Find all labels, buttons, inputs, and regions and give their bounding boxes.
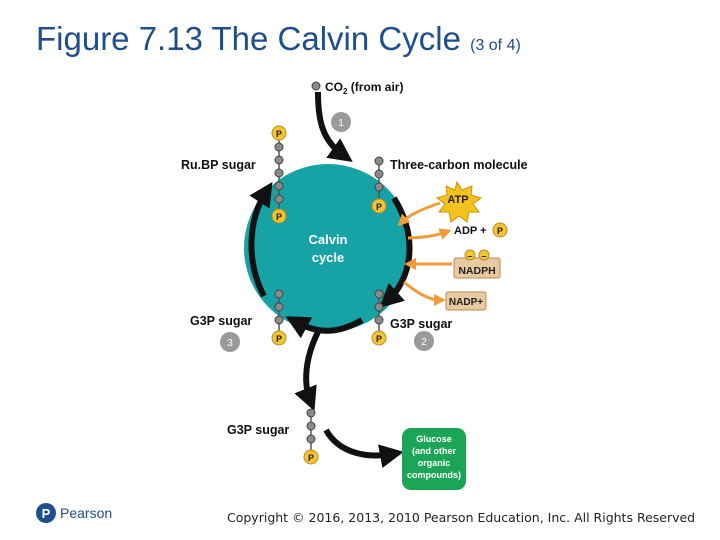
co2-label: CO2 (from air) xyxy=(325,80,403,96)
step-3-badge xyxy=(220,332,240,352)
glucose-line4: compounds) xyxy=(407,470,461,480)
phosphate-text: P xyxy=(276,212,282,222)
carbon-atom xyxy=(274,142,284,152)
cycle-arrow-bottom xyxy=(285,316,364,339)
co2-carbon-icon xyxy=(311,81,321,91)
carbon-atom xyxy=(274,168,284,178)
carbon-atom xyxy=(274,194,284,204)
rubp-label: Ru.BP sugar xyxy=(181,158,256,172)
atp-arrow xyxy=(397,201,441,227)
carbon-atom xyxy=(274,155,284,165)
phosphate-icon xyxy=(271,125,287,141)
pearson-logo: P Pearson xyxy=(36,503,112,523)
carbon-atom xyxy=(274,181,284,191)
glucose-arrow xyxy=(323,428,404,468)
co2-subscript: 2 xyxy=(343,87,348,96)
carbon-atom xyxy=(274,302,284,312)
cycle-label-line2: cycle xyxy=(312,250,345,265)
atp-burst-icon xyxy=(435,180,483,223)
phosphate-text: P xyxy=(376,202,382,212)
step-1-text: 1 xyxy=(338,118,344,129)
slide-title: Figure 7.13 The Calvin Cycle (3 of 4) xyxy=(36,20,521,58)
g3p-right-molecule: P xyxy=(371,289,387,346)
glucose-line1: Glucose xyxy=(416,434,452,444)
carbon-atom xyxy=(374,169,384,179)
phosphate-text: P xyxy=(376,334,382,344)
phosphate-icon xyxy=(271,330,287,346)
co2-formula: CO xyxy=(325,80,343,94)
nadp-label: NADP+ xyxy=(449,297,483,308)
phosphate-text: P xyxy=(308,453,314,463)
carbon-atom xyxy=(374,289,384,299)
phosphate-text: P xyxy=(276,334,282,344)
copyright-notice: Copyright © 2016, 2013, 2010 Pearson Edu… xyxy=(227,510,696,525)
calvin-cycle-disk xyxy=(244,164,412,332)
nadp-box xyxy=(445,291,487,311)
carbon-atom xyxy=(306,434,316,444)
title-main: Figure 7.13 The Calvin Cycle xyxy=(36,20,461,57)
phosphate-icon xyxy=(371,330,387,346)
g3p-left-molecule: P xyxy=(271,289,287,346)
step-2-text: 2 xyxy=(421,337,427,348)
atp-label: ATP xyxy=(447,194,468,206)
adp-label: ADP + xyxy=(454,225,487,237)
glucose-box xyxy=(402,428,466,490)
step-3-text: 3 xyxy=(227,338,233,349)
co2-entry-arrow xyxy=(315,91,353,162)
glucose-line3: organic xyxy=(418,458,451,468)
electron-icon xyxy=(478,249,490,261)
phosphate-icon xyxy=(303,449,319,465)
phosphate-text: P xyxy=(276,129,282,139)
electron-text: – xyxy=(467,251,472,261)
cycle-arrow-right xyxy=(379,196,413,309)
nadph-label: NADPH xyxy=(458,265,495,277)
pearson-logo-icon: P xyxy=(36,503,56,523)
cycle-label-line1: Calvin xyxy=(308,232,347,247)
step-1-badge xyxy=(331,112,351,132)
carbon-atom xyxy=(374,156,384,166)
electron-text: – xyxy=(481,251,486,261)
nadp-arrow xyxy=(403,280,446,306)
carbon-atom xyxy=(306,408,316,418)
pearson-logo-text: Pearson xyxy=(60,505,113,521)
g3p-right-label: G3P sugar xyxy=(390,317,452,331)
rubp-molecule: P P xyxy=(271,125,287,224)
carbon-atom xyxy=(374,315,384,325)
g3p-bottom-label: G3P sugar xyxy=(227,423,289,437)
adp-arrow xyxy=(407,228,452,240)
cycle-arrow-left xyxy=(248,181,273,298)
phosphate-icon xyxy=(371,198,387,214)
output-arrow xyxy=(294,330,321,412)
title-suffix: (3 of 4) xyxy=(470,37,521,54)
three-carbon-molecule: P xyxy=(371,156,387,214)
electron-icon xyxy=(464,249,476,261)
glucose-line2: (and other xyxy=(412,446,456,456)
phosphate-icon xyxy=(492,222,508,238)
step-2-badge xyxy=(414,331,434,351)
phosphate-icon xyxy=(271,208,287,224)
carbon-atom xyxy=(306,421,316,431)
carbon-atom xyxy=(374,182,384,192)
carbon-atom xyxy=(374,302,384,312)
g3p-output-molecule: P xyxy=(303,408,319,465)
carbon-atom xyxy=(274,315,284,325)
three-carbon-label: Three-carbon molecule xyxy=(390,158,528,172)
co2-suffix: (from air) xyxy=(347,80,403,94)
phosphate-text: P xyxy=(497,226,503,236)
carbon-atom xyxy=(274,289,284,299)
g3p-left-label: G3P sugar xyxy=(190,314,252,328)
nadph-box xyxy=(453,257,501,279)
